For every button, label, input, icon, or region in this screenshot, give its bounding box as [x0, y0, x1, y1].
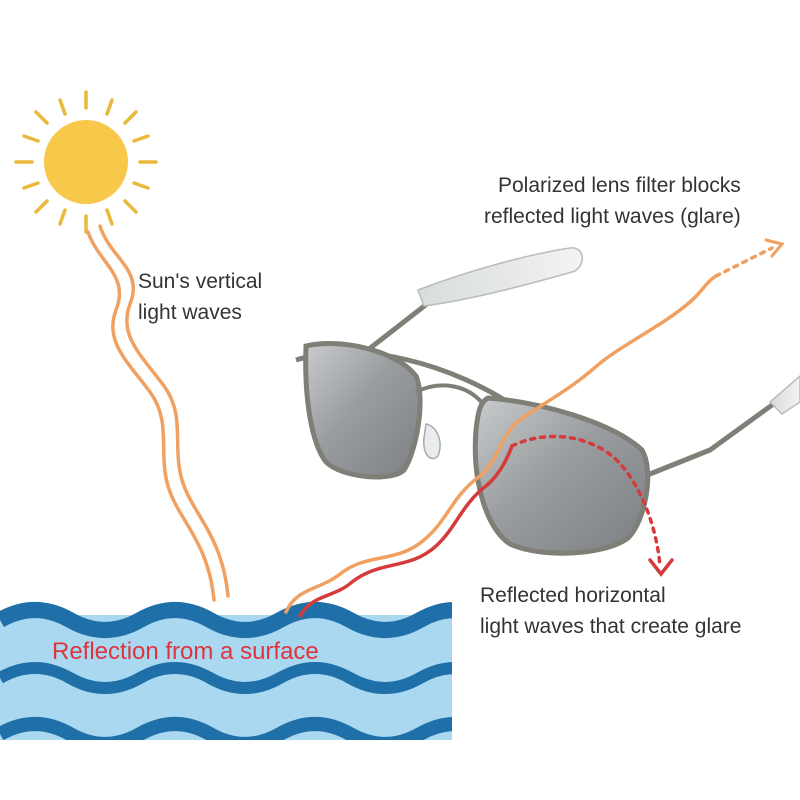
polarized-filter-label-line-1: Polarized lens filter blocks — [498, 174, 741, 197]
surface-reflection-label: Reflection from a surface — [52, 638, 319, 665]
reflected-waves-label-line-2: light waves that create glare — [480, 615, 742, 638]
sun-vertical-waves-label-line-2: light waves — [138, 301, 242, 324]
reflected-waves-label-line-1: Reflected horizontal — [480, 584, 666, 607]
sun-icon — [14, 90, 158, 234]
aviator-sunglasses-icon — [295, 247, 800, 556]
water-waves-icon — [0, 602, 452, 740]
sun-vertical-waves-label: Sun's vertical light waves — [138, 266, 262, 328]
polarized-filter-label: Polarized lens filter blocks reflected l… — [484, 170, 741, 232]
reflected-light-waves — [284, 238, 785, 618]
reflected-waves-label: Reflected horizontal light waves that cr… — [480, 580, 741, 642]
vertical-light-waves — [86, 224, 230, 602]
polarized-filter-label-line-2: reflected light waves (glare) — [484, 205, 741, 228]
sun-vertical-waves-label-line-1: Sun's vertical — [138, 270, 263, 293]
